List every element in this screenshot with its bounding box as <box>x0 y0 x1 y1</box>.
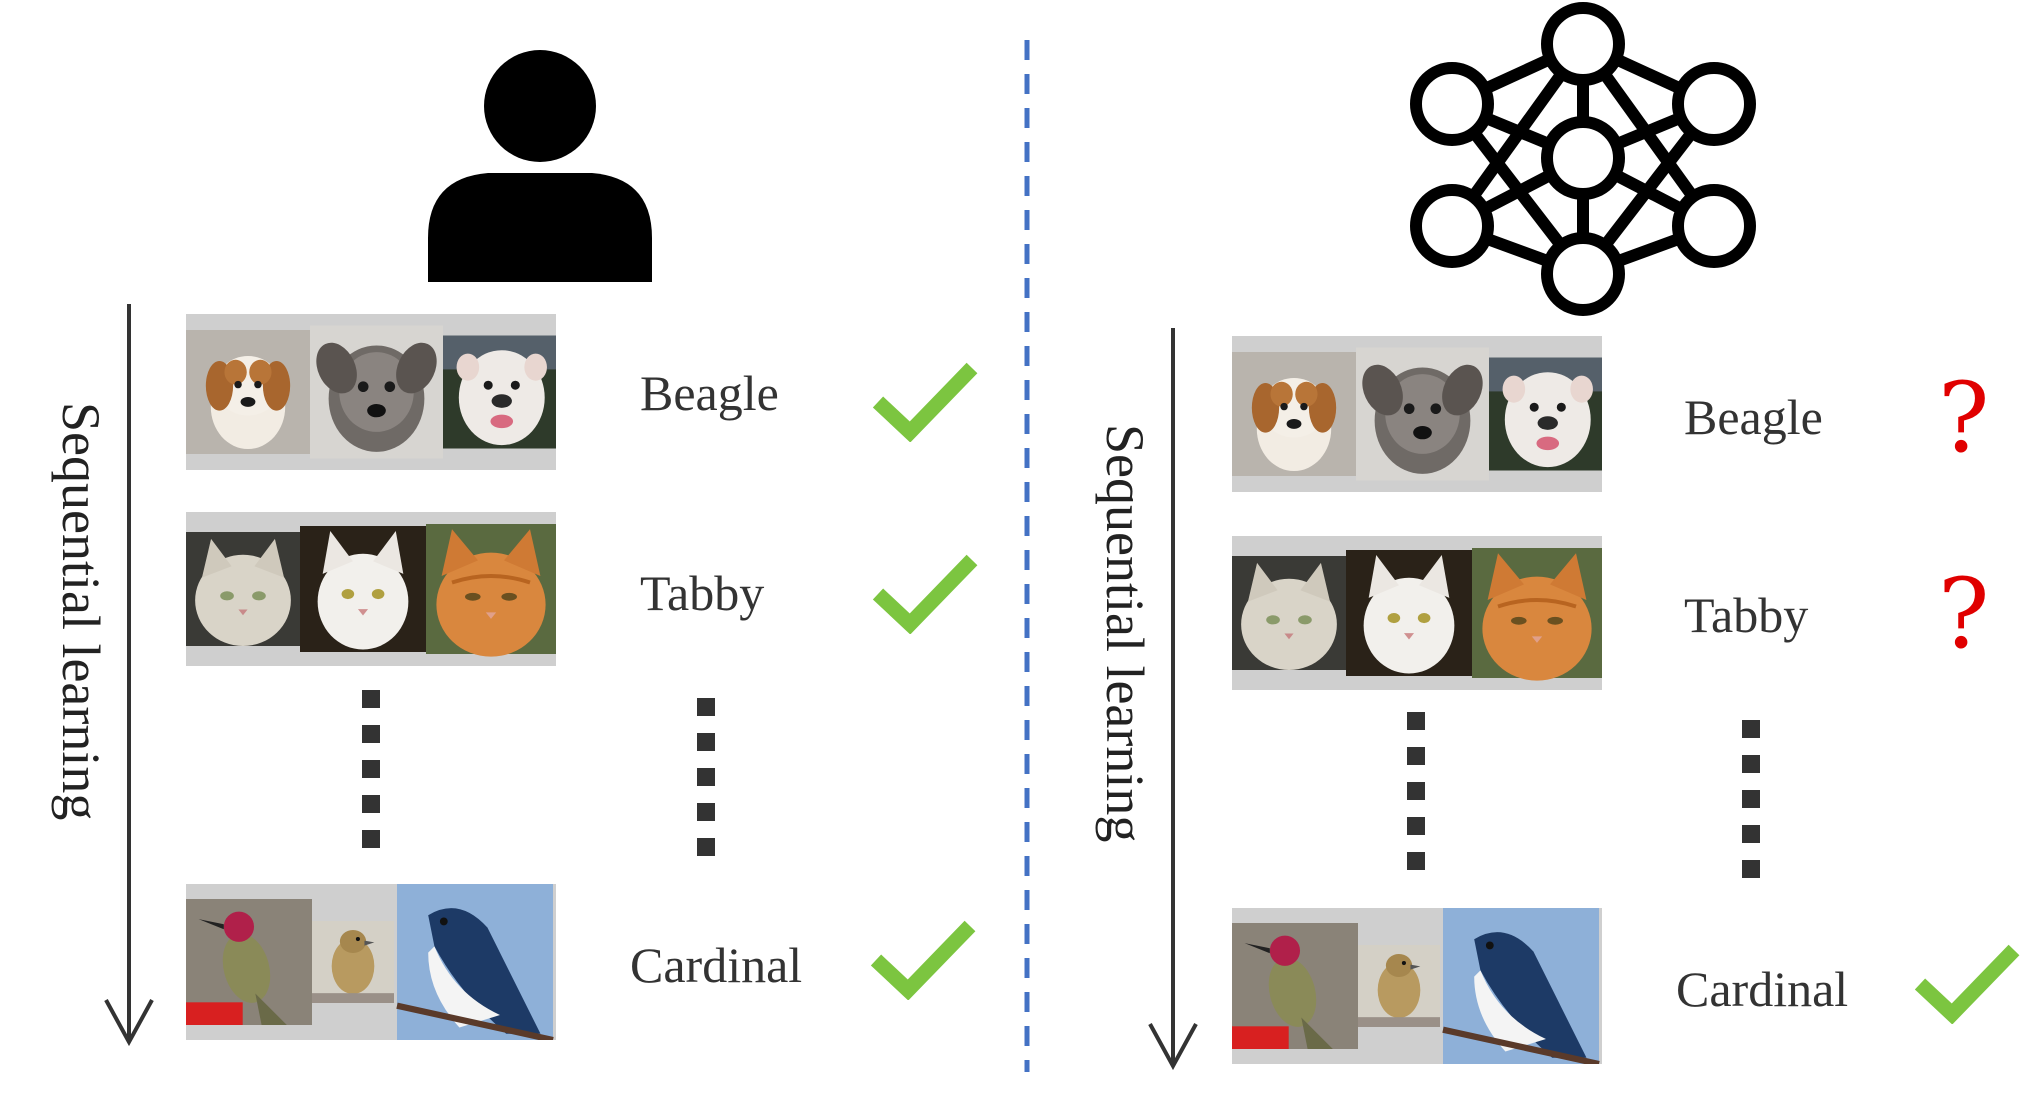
cat-image <box>186 512 300 666</box>
cat-image <box>1232 536 1346 690</box>
dog-image <box>1232 336 1356 492</box>
image-strip-cats <box>186 512 556 666</box>
sequence-arrow <box>104 304 154 1047</box>
image-strip-dogs <box>1232 336 1602 492</box>
check-icon <box>1914 944 2020 1024</box>
bird-image <box>1358 908 1440 1064</box>
image-strip-dogs <box>186 314 556 470</box>
bird-image <box>1440 908 1602 1064</box>
bird-image <box>312 884 394 1040</box>
class-label-cardinal: Cardinal <box>630 937 803 993</box>
image-strip-cats <box>1232 536 1602 690</box>
class-label-cardinal: Cardinal <box>1676 961 1849 1017</box>
dog-image <box>1356 336 1489 492</box>
check-icon <box>872 554 978 634</box>
ellipsis-dots <box>1742 720 1760 895</box>
cat-image <box>1346 536 1472 690</box>
question-icon: ? <box>1938 362 1990 474</box>
bird-image <box>186 884 312 1040</box>
class-label-beagle: Beagle <box>1684 389 1823 445</box>
cat-image <box>1472 536 1602 690</box>
class-label-beagle: Beagle <box>640 365 779 421</box>
dog-image <box>186 314 310 470</box>
ellipsis-dots <box>362 690 380 865</box>
check-icon <box>870 920 976 1000</box>
image-strip-birds <box>1232 908 1602 1064</box>
dog-image <box>1489 336 1602 492</box>
check-icon <box>872 362 978 442</box>
cat-image <box>300 512 426 666</box>
question-icon: ? <box>1938 558 1990 670</box>
dog-image <box>443 314 556 470</box>
axis-label-sequential-learning: Sequential learning <box>51 402 111 821</box>
bird-image <box>394 884 556 1040</box>
cat-image <box>426 512 556 666</box>
bird-image <box>1232 908 1358 1064</box>
panel-divider <box>1024 40 1030 1072</box>
neural-network-icon <box>1410 2 1756 316</box>
sequence-arrow <box>1148 328 1198 1071</box>
class-label-tabby: Tabby <box>640 565 765 621</box>
axis-label-sequential-learning: Sequential learning <box>1095 424 1155 843</box>
image-strip-birds <box>186 884 556 1040</box>
ellipsis-dots <box>1407 712 1425 887</box>
ellipsis-dots <box>697 698 715 873</box>
person-icon <box>428 50 652 282</box>
dog-image <box>310 314 443 470</box>
class-label-tabby: Tabby <box>1684 587 1809 643</box>
